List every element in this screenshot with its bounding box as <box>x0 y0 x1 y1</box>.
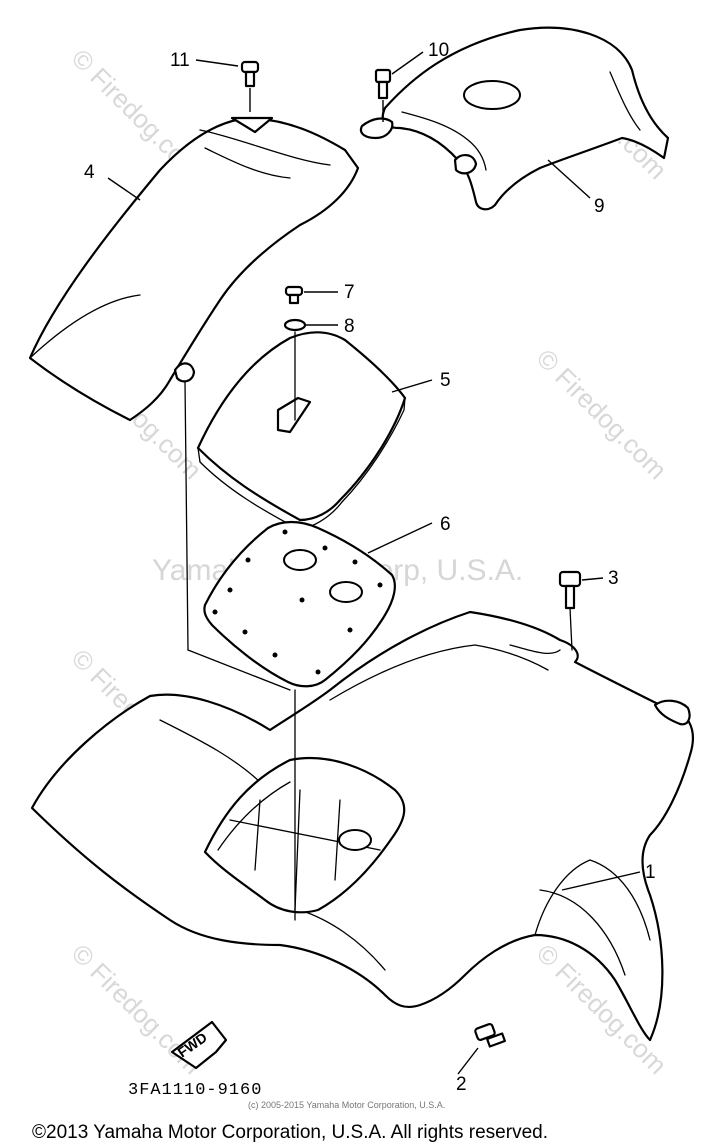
callout-7: 7 <box>344 282 355 303</box>
fwd-direction-marker: FWD <box>170 1020 228 1070</box>
plate-hole-2 <box>329 581 363 603</box>
leader-lines <box>107 51 641 1075</box>
callout-4: 4 <box>84 162 95 183</box>
well-hole <box>338 829 372 851</box>
callout-11: 11 <box>170 50 190 71</box>
copyright-footer: ©2013 Yamaha Motor Corporation, U.S.A. A… <box>32 1122 548 1143</box>
callout-5: 5 <box>440 370 451 391</box>
part-5-cover <box>196 331 407 531</box>
callout-6: 6 <box>440 514 451 535</box>
part-10-bolt <box>374 68 392 100</box>
callout-9: 9 <box>594 196 605 217</box>
callout-3: 3 <box>608 568 619 589</box>
watermark-mid-right: © Firedog.com <box>531 343 673 485</box>
part-1-rear-fender <box>30 610 694 1042</box>
callout-10: 10 <box>428 40 449 61</box>
small-credit: (c) 2005-2015 Yamaha Motor Corporation, … <box>248 1100 445 1110</box>
part-9-bracket <box>359 26 670 211</box>
part-11-bolt <box>240 60 260 88</box>
callout-labels: 11 10 4 9 7 8 5 6 3 1 2 <box>84 40 656 1095</box>
part-8-washer <box>283 318 307 332</box>
part-4-fender-cover <box>28 116 360 422</box>
part-2-bolt <box>474 1023 506 1048</box>
part-7-bolt <box>284 285 304 305</box>
callout-2: 2 <box>456 1074 467 1095</box>
part-3-bolt <box>558 570 582 610</box>
callout-1: 1 <box>645 862 656 883</box>
callout-8: 8 <box>344 316 355 337</box>
bracket-hole <box>463 80 521 110</box>
part-6-plate <box>203 520 396 688</box>
plate-hole-1 <box>283 549 317 571</box>
diagram-code: 3FA1110-9160 <box>128 1081 262 1100</box>
